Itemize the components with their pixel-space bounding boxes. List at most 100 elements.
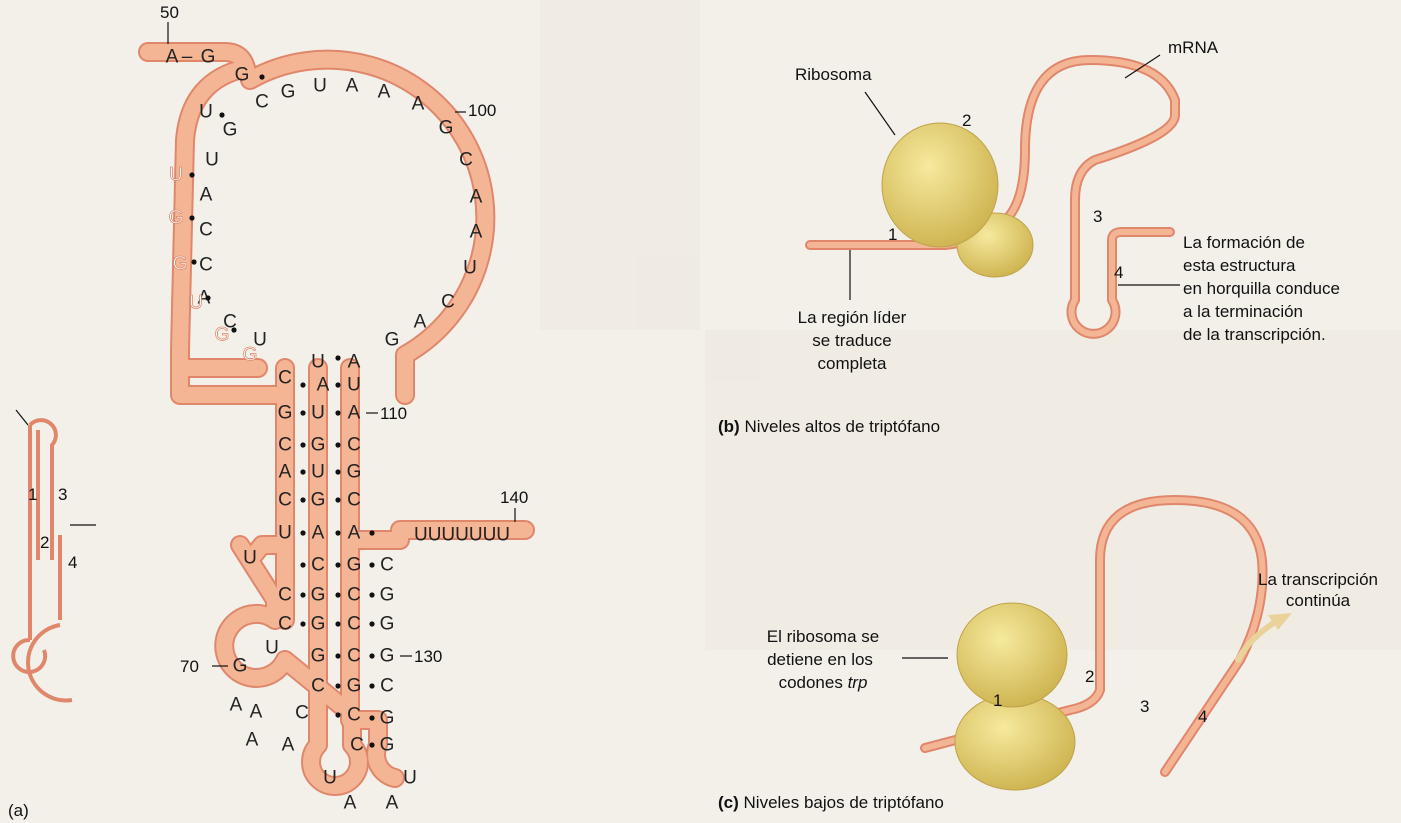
svg-text:U: U (311, 403, 325, 424)
inset-label-1: 1 (28, 485, 37, 504)
svg-text:de la transcripción.: de la transcripción. (1183, 325, 1326, 344)
svg-text:C: C (295, 703, 309, 724)
svg-text:A: A (279, 462, 292, 483)
region-label-c4: 4 (1198, 707, 1207, 726)
svg-text:A: A (230, 695, 243, 716)
number-100: 100 (468, 101, 496, 120)
ribosome-label: Ribosoma (795, 65, 872, 84)
svg-text:La región líder: La región líder (798, 308, 907, 327)
svg-text:detiene en los: detiene en los (767, 650, 873, 669)
ribosome-b (882, 123, 1033, 277)
svg-text:G: G (201, 47, 216, 68)
svg-text:en horquilla conduce: en horquilla conduce (1183, 279, 1340, 298)
svg-text:a la terminación: a la terminación (1183, 302, 1303, 321)
svg-text:C: C (199, 255, 213, 276)
svg-text:G: G (173, 254, 188, 275)
svg-text:G: G (380, 585, 395, 606)
svg-text:A: A (317, 375, 330, 396)
svg-text:U: U (199, 102, 213, 123)
svg-text:G: G (278, 403, 293, 424)
svg-text:C: C (350, 735, 364, 756)
svg-text:G: G (380, 614, 395, 635)
svg-text:C: C (199, 220, 213, 241)
svg-text:G: G (439, 118, 454, 139)
svg-text:U: U (403, 768, 417, 789)
svg-text:C: C (311, 676, 325, 697)
svg-text:G: G (347, 462, 362, 483)
svg-text:–: – (182, 47, 193, 68)
svg-text:A: A (166, 47, 179, 68)
svg-text:C: C (347, 490, 361, 511)
poly-u-tail: UUUUUUU (414, 525, 510, 546)
region-label-c1: 1 (993, 691, 1002, 710)
region-label-2: 2 (962, 111, 971, 130)
svg-text:C: C (278, 368, 292, 389)
svg-text:C: C (347, 646, 361, 667)
svg-text:G: G (347, 676, 362, 697)
svg-text:A: A (246, 730, 259, 751)
svg-text:A: A (282, 735, 295, 756)
svg-text:U: U (311, 462, 325, 483)
svg-text:El ribosoma se: El ribosoma se (767, 627, 879, 646)
svg-text:A: A (378, 82, 391, 103)
svg-text:U: U (323, 768, 337, 789)
svg-text:C: C (459, 150, 473, 171)
svg-text:C: C (380, 676, 394, 697)
region-label-3: 3 (1093, 207, 1102, 226)
number-70: 70 (180, 657, 199, 676)
svg-text:se traduce: se traduce (812, 331, 891, 350)
svg-text:continúa: continúa (1286, 591, 1351, 610)
svg-text:G: G (380, 735, 395, 756)
svg-text:G: G (385, 330, 400, 351)
svg-text:A: A (200, 185, 213, 206)
region-label-4: 4 (1114, 263, 1123, 282)
svg-text:C: C (380, 555, 394, 576)
svg-text:completa: completa (818, 354, 888, 373)
svg-text:G: G (243, 345, 258, 366)
svg-text:A: A (344, 793, 357, 814)
svg-text:La transcripción: La transcripción (1258, 570, 1378, 589)
svg-text:G: G (311, 646, 326, 667)
svg-text:A: A (250, 702, 263, 723)
svg-text:U: U (189, 293, 203, 314)
inset-label-2: 2 (40, 533, 49, 552)
svg-text:U: U (169, 165, 183, 186)
svg-text:U: U (265, 638, 279, 659)
region-label-1: 1 (888, 225, 897, 244)
svg-text:U: U (463, 258, 477, 279)
inset-label-3: 3 (58, 485, 67, 504)
hairpin-text: La formación de esta estructura en horqu… (1183, 233, 1340, 344)
inset-label-4: 4 (68, 553, 77, 572)
svg-text:C: C (441, 292, 455, 313)
svg-text:C: C (347, 585, 361, 606)
svg-text:U: U (278, 523, 292, 544)
svg-text:C: C (278, 585, 292, 606)
svg-text:C: C (347, 614, 361, 635)
svg-text:G: G (311, 490, 326, 511)
number-50: 50 (160, 3, 179, 22)
svg-text:G: G (281, 82, 296, 103)
svg-text:G: G (233, 656, 248, 677)
region-label-c2: 2 (1085, 667, 1094, 686)
svg-text:C: C (347, 435, 361, 456)
svg-text:C: C (311, 555, 325, 576)
svg-text:U: U (347, 375, 361, 396)
svg-text:G: G (311, 585, 326, 606)
svg-text:A: A (414, 312, 427, 333)
svg-text:codones trp: codones trp (779, 673, 868, 692)
svg-text:G: G (169, 208, 184, 229)
panel-c-caption: (c) Niveles bajos de triptófano (718, 793, 944, 812)
svg-text:G: G (235, 65, 250, 86)
svg-text:A: A (312, 523, 325, 544)
svg-text:A: A (348, 523, 361, 544)
region-label-c3: 3 (1140, 697, 1149, 716)
svg-text:A: A (348, 352, 361, 373)
svg-text:C: C (347, 705, 361, 726)
ribosome-c (955, 603, 1075, 790)
svg-text:U: U (311, 352, 325, 373)
svg-text:C: C (255, 92, 269, 113)
svg-text:G: G (380, 708, 395, 729)
svg-text:G: G (215, 325, 230, 346)
